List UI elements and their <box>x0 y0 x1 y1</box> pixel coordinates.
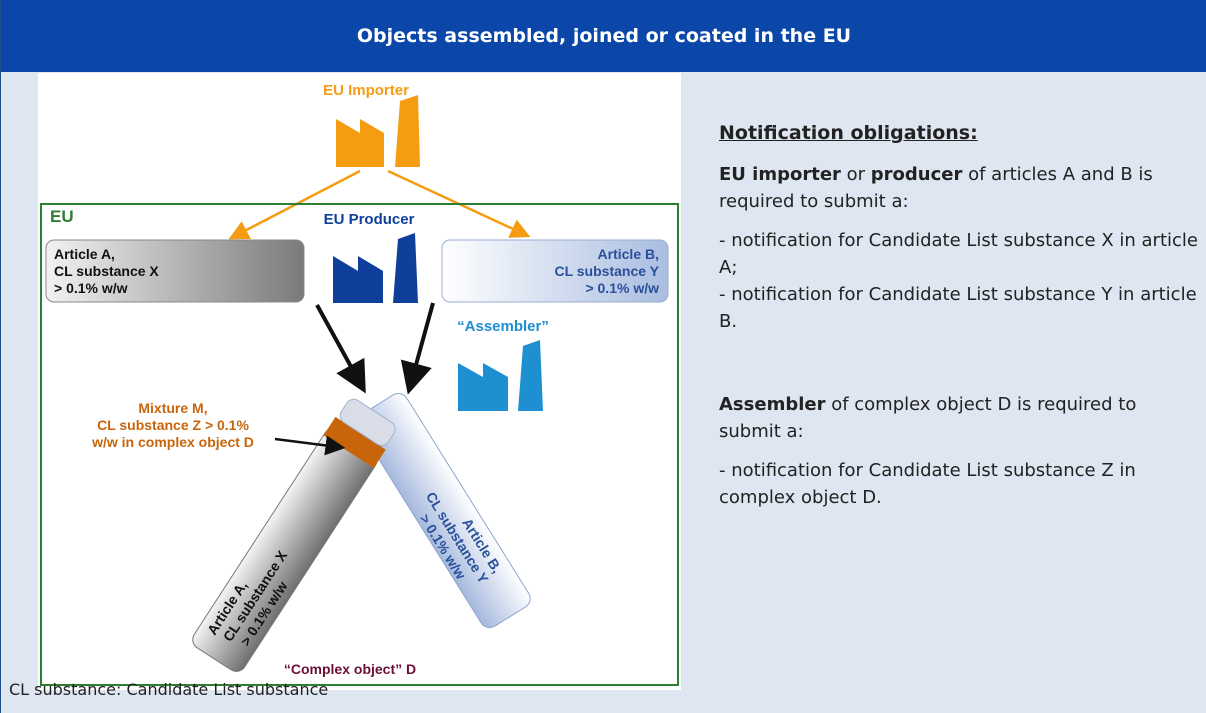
eu-producer-factory-icon <box>333 233 418 303</box>
notes-title-text: Notification obligations <box>719 122 971 144</box>
notes-or: or <box>840 164 871 185</box>
header-title: Objects assembled, joined or coated in t… <box>356 25 852 47</box>
article-b-line1: Article B, <box>598 246 659 262</box>
footer-note: CL substance: Candidate List substance <box>9 680 329 699</box>
eu-boundary-box <box>40 203 679 686</box>
mixture-line3: w/w in complex object D <box>91 434 254 450</box>
mixture-line2: CL substance Z > 0.1% <box>97 417 249 433</box>
mixture-line1: Mixture M, <box>138 400 207 416</box>
notes-gap <box>719 347 1199 391</box>
article-a-line1: Article A, <box>54 246 115 262</box>
notes-paragraph-assembler: Assembler of complex object D is require… <box>719 391 1199 445</box>
assembler-factory-icon <box>458 340 543 411</box>
article-b-box <box>441 239 669 303</box>
article-a-line3: > 0.1% w/w <box>54 280 128 296</box>
complex-object-label: “Complex object” D <box>284 661 416 677</box>
article-b-to-complex-arrow <box>400 302 435 395</box>
eu-importer-factory-icon <box>336 95 420 167</box>
eu-producer-label: EU Producer <box>324 211 415 228</box>
article-b-line2: CL substance Y <box>554 263 659 279</box>
page-header: Objects assembled, joined or coated in t… <box>1 0 1206 72</box>
diagram-panel: EU Importer EU EU Producer Article A, CL… <box>38 73 681 690</box>
article-a-line2: CL substance X <box>54 263 159 279</box>
notes-assembler-text: of complex object D is required to submi… <box>719 394 1137 442</box>
notes-paragraph-importer: EU importer or producer of articles A an… <box>719 161 1199 215</box>
notes-title-colon: : <box>970 122 978 144</box>
eu-importer-label: EU Importer <box>323 82 409 99</box>
notes-notification-x: - notification for Candidate List substa… <box>719 230 1198 278</box>
mixture-m-band <box>323 416 386 469</box>
diagram-svg: EU Importer EU EU Producer Article A, CL… <box>40 82 679 686</box>
article-a-box <box>45 239 305 303</box>
notes-title: Notification obligations: <box>719 120 1199 147</box>
notification-notes: Notification obligations: EU importer or… <box>719 120 1199 523</box>
assembler-label: “Assembler” <box>457 318 549 335</box>
notes-eu-importer: EU importer <box>719 164 841 185</box>
notes-assembler: Assembler <box>719 394 826 415</box>
notes-producer: producer <box>870 164 963 185</box>
notes-notification-y: - notification for Candidate List substa… <box>719 284 1197 332</box>
notes-importer-text: of articles A and B is required to submi… <box>719 164 1153 212</box>
notes-paragraph-ab: - notification for Candidate List substa… <box>719 227 1199 335</box>
mixture-pointer-arrow <box>274 435 346 456</box>
notes-paragraph-z: - notification for Candidate List substa… <box>719 460 1136 508</box>
article-a-to-complex-arrow <box>315 304 366 394</box>
mixture-cap <box>339 398 396 446</box>
complex-article-b-tube <box>357 392 531 629</box>
eu-box-label: EU <box>50 207 74 226</box>
article-b-line3: > 0.1% w/w <box>585 280 659 296</box>
complex-article-a-tube <box>192 427 378 672</box>
